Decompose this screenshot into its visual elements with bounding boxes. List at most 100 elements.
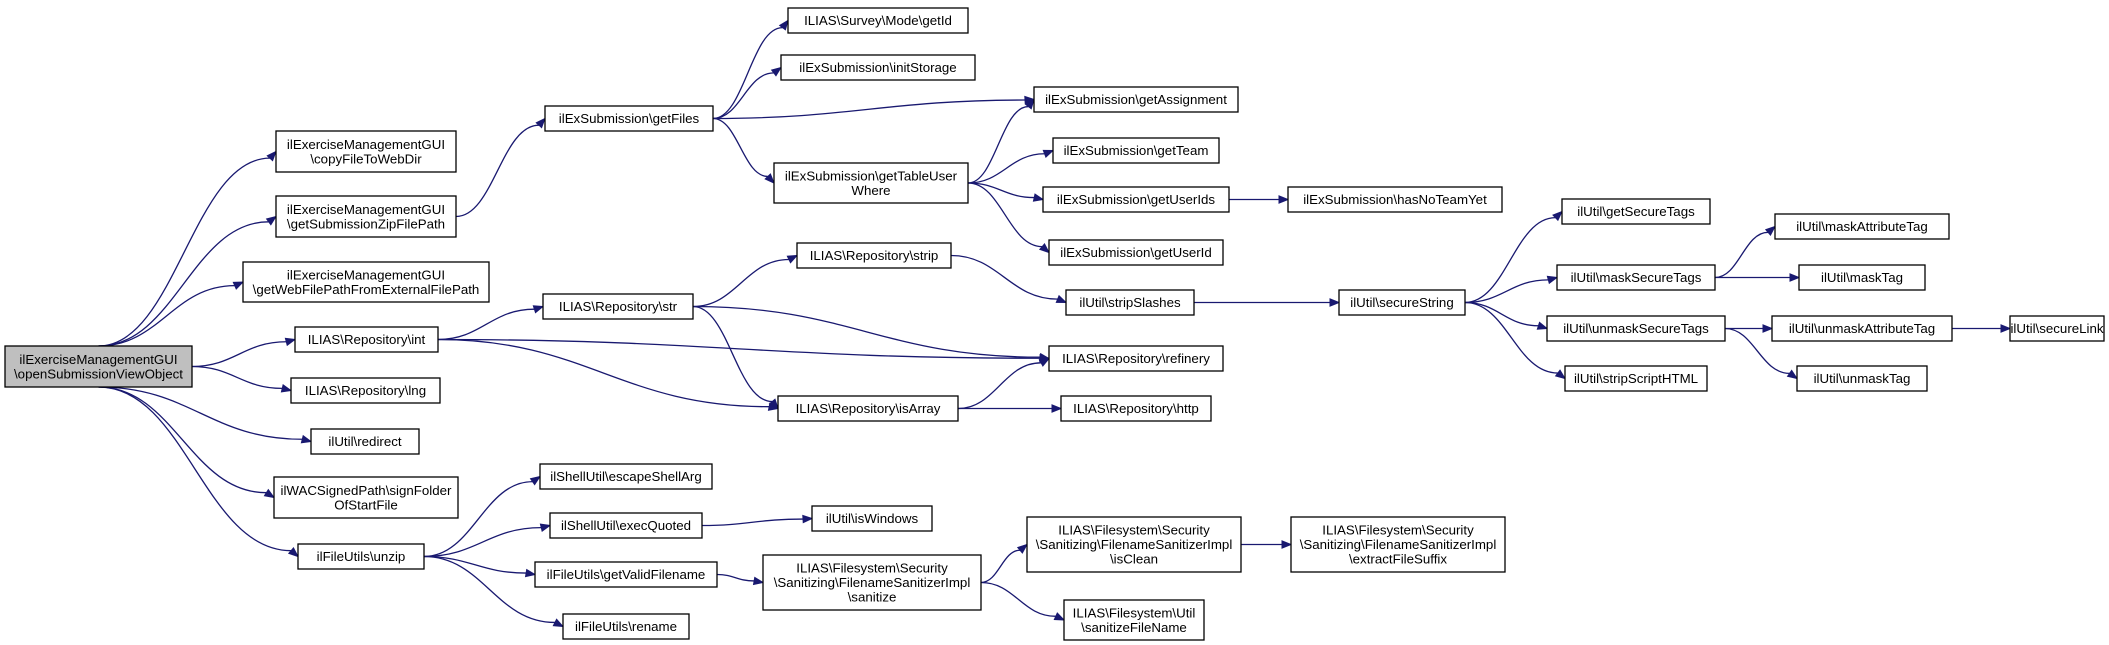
node-label: \extractFileSuffix (1349, 552, 1447, 567)
edge-line (712, 117, 768, 178)
edge-arrowhead (529, 475, 542, 486)
edge-arrowhead (1038, 357, 1051, 367)
node-extractFileSuffix[interactable]: ILIAS\Filesystem\Security\Sanitizing\Fil… (1290, 516, 1506, 573)
node-escapeShellArg[interactable]: ilShellUtil\escapeShellArg (539, 463, 713, 490)
edge-arrowhead (1786, 369, 1799, 380)
node-getUserIds[interactable]: ilExSubmission\getUserIds (1042, 186, 1230, 213)
node-label: \openSubmissionViewObject (14, 366, 183, 381)
node-refinery[interactable]: ILIAS\Repository\refinery (1048, 345, 1224, 372)
node-getWebFilePath[interactable]: ilExerciseManagementGUI\getWebFilePathFr… (242, 261, 490, 303)
node-rename[interactable]: ilFileUtils\rename (562, 613, 690, 640)
edge-arrowhead (1762, 324, 1774, 333)
node-label: ilUtil\unmaskSecureTags (1563, 321, 1709, 336)
node-label: ILIAS\Repository\isArray (796, 401, 941, 416)
node-label: \Sanitizing\FilenameSanitizerImpl (1036, 537, 1233, 552)
node-stripScriptHTML[interactable]: ilUtil\stripScriptHTML (1564, 365, 1708, 392)
node-repoInt[interactable]: ILIAS\Repository\int (294, 326, 439, 353)
edge-line (98, 386, 303, 440)
edge-arrowhead (778, 19, 789, 31)
edge-line (716, 573, 755, 582)
node-label: ilExSubmission\getUserIds (1057, 192, 1215, 207)
node-secureLink[interactable]: ilUtil\secureLink (2009, 315, 2105, 342)
node-box (544, 105, 714, 132)
edge-line (1464, 217, 1556, 304)
edge-getTableUserWhere-to-getTeam (967, 149, 1055, 184)
node-root[interactable]: ilExerciseManagementGUI\openSubmissionVi… (4, 345, 193, 388)
edge-line (950, 254, 1058, 300)
node-sanitizeFileName[interactable]: ILIAS\Filesystem\Util\sanitizeFileName (1063, 599, 1205, 641)
edge-root-to-repoLng (191, 365, 293, 393)
node-secureString[interactable]: ilUtil\secureString (1338, 289, 1466, 316)
edge-isClean-to-extractFileSuffix (1241, 540, 1293, 549)
node-stripSlashes[interactable]: ilUtil\stripSlashes (1065, 289, 1195, 316)
node-label: ilExSubmission\getAssignment (1045, 92, 1227, 107)
edge-arrowhead (2000, 324, 2012, 333)
node-repoLng[interactable]: ILIAS\Repository\lng (290, 377, 441, 404)
node-initStorage[interactable]: ilExSubmission\initStorage (780, 54, 976, 81)
node-label: ILIAS\Repository\strip (810, 248, 939, 263)
edge-line (423, 527, 542, 558)
node-label: ilUtil\secureLink (2010, 321, 2103, 336)
node-repoStr[interactable]: ILIAS\Repository\str (542, 293, 694, 320)
node-sanitize[interactable]: ILIAS\Filesystem\Security\Sanitizing\Fil… (762, 554, 982, 611)
node-label: ilUtil\getSecureTags (1577, 204, 1695, 219)
node-getTeam[interactable]: ilExSubmission\getTeam (1052, 137, 1220, 164)
node-maskSecureTags[interactable]: ilUtil\maskSecureTags (1556, 264, 1716, 291)
node-box (1065, 289, 1195, 316)
node-label: ilExSubmission\hasNoTeamYet (1303, 192, 1487, 207)
node-box (1338, 289, 1466, 316)
node-getFiles[interactable]: ilExSubmission\getFiles (544, 105, 714, 132)
node-getSubmissionZipFilePath[interactable]: ilExerciseManagementGUI\getSubmissionZip… (275, 195, 457, 238)
node-box (242, 261, 490, 303)
node-label: ilExSubmission\getUserId (1060, 245, 1212, 260)
node-label: \Sanitizing\FilenameSanitizerImpl (1300, 537, 1497, 552)
node-copyFileToWebDir[interactable]: ilExerciseManagementGUI\copyFileToWebDir (275, 130, 457, 173)
edge-line (437, 338, 770, 408)
edge-getFiles-to-getAssignment (712, 95, 1036, 120)
edge-arrowhead (1329, 298, 1341, 307)
edge-line (455, 124, 539, 218)
node-box (780, 54, 976, 81)
node-isWindows[interactable]: ilUtil\isWindows (811, 505, 933, 532)
edge-line (967, 182, 1035, 199)
node-getAssignment[interactable]: ilExSubmission\getAssignment (1033, 86, 1239, 113)
edge-unzip-to-getValidFilename (423, 555, 537, 578)
node-box (1774, 213, 1950, 240)
node-execQuoted[interactable]: ilShellUtil\execQuoted (549, 512, 703, 539)
node-http[interactable]: ILIAS\Repository\http (1060, 395, 1212, 422)
node-getValidFilename[interactable]: ilFileUtils\getValidFilename (534, 561, 718, 588)
edge-line (191, 365, 283, 390)
edge-sanitize-to-sanitizeFileName (980, 581, 1066, 621)
node-unmaskAttributeTag[interactable]: ilUtil\unmaskAttributeTag (1771, 315, 1953, 342)
edge-arrowhead (1024, 98, 1035, 110)
edge-arrowhead (1552, 210, 1563, 222)
edge-arrowhead (524, 568, 537, 578)
node-unzip[interactable]: ilFileUtils\unzip (297, 543, 425, 570)
node-repoStrip[interactable]: ILIAS\Repository\strip (796, 242, 952, 269)
node-surveyGetId[interactable]: ILIAS\Survey\Mode\getId (787, 7, 969, 34)
node-isClean[interactable]: ILIAS\Filesystem\Security\Sanitizing\Fil… (1026, 516, 1242, 573)
node-hasNoTeamYet[interactable]: ilExSubmission\hasNoTeamYet (1287, 186, 1503, 213)
node-label: ilFileUtils\getValidFilename (547, 567, 706, 582)
node-isArray[interactable]: ILIAS\Repository\isArray (777, 395, 959, 422)
node-getSecureTags[interactable]: ilUtil\getSecureTags (1561, 198, 1711, 225)
edge-line (98, 221, 269, 347)
node-redirect[interactable]: ilUtil\redirect (310, 428, 420, 455)
node-box (1052, 137, 1220, 164)
node-maskAttributeTag[interactable]: ilUtil\maskAttributeTag (1774, 213, 1950, 240)
node-unmaskTag[interactable]: ilUtil\unmaskTag (1796, 365, 1928, 392)
node-label: ilFileUtils\unzip (317, 549, 406, 564)
node-box (1033, 86, 1239, 113)
node-label: ILIAS\Repository\lng (305, 383, 426, 398)
node-box (297, 543, 425, 570)
node-getUserId[interactable]: ilExSubmission\getUserId (1048, 239, 1224, 266)
nodes: ilExerciseManagementGUI\openSubmissionVi… (4, 7, 2105, 641)
edge-line (191, 341, 287, 368)
node-label: ILIAS\Repository\str (559, 299, 678, 314)
node-unmaskSecureTags[interactable]: ilUtil\unmaskSecureTags (1546, 315, 1726, 342)
node-maskTag[interactable]: ilUtil\maskTag (1798, 264, 1926, 291)
node-label: ilExSubmission\getTableUser (785, 168, 958, 183)
node-label: ilUtil\maskAttributeTag (1796, 219, 1928, 234)
